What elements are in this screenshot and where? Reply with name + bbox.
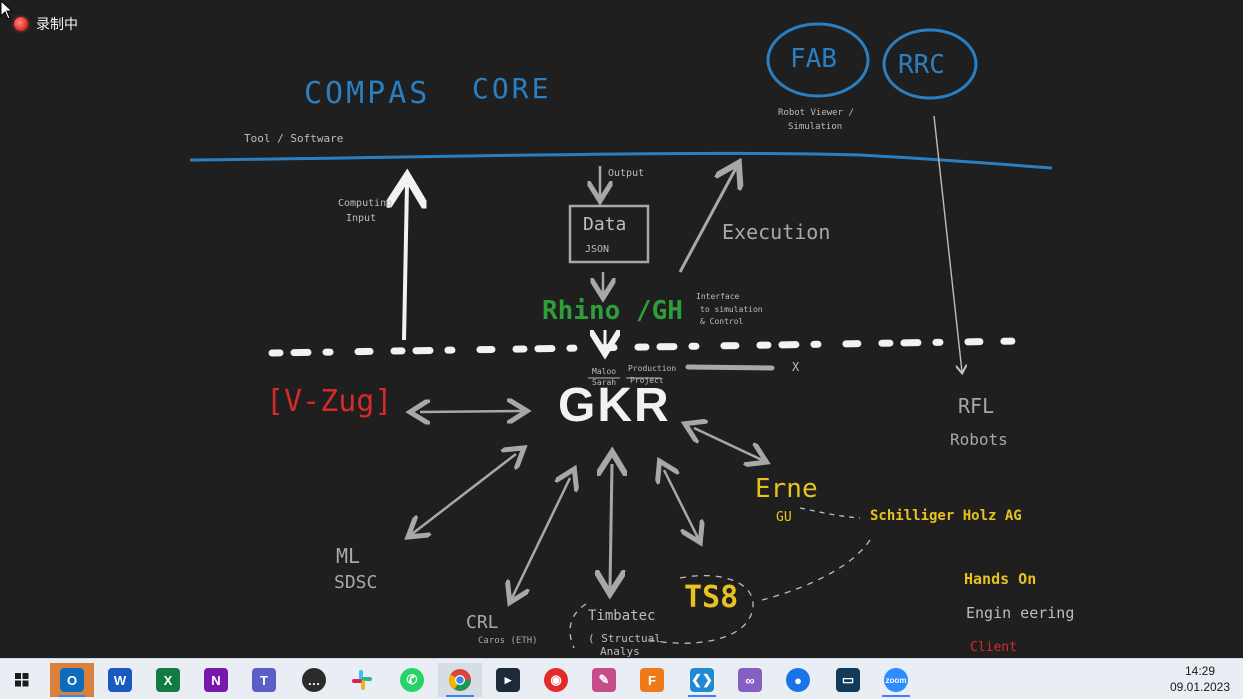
slack-icon (352, 670, 372, 690)
taskbar-app-red[interactable]: ◉ (534, 663, 578, 697)
robot-viewer-label-2: Simulation (788, 122, 843, 132)
platform-dashed-line (268, 337, 1026, 357)
project-label: Project (630, 376, 664, 385)
json-label: JSON (585, 244, 610, 255)
taskbar-app-teal[interactable]: ▭ (826, 663, 870, 697)
taskbar-app-zoom[interactable]: zoom (874, 663, 918, 697)
chat-icon: … (302, 668, 326, 692)
execution-label: Execution (722, 220, 831, 244)
robots-label: Robots (950, 430, 1008, 449)
x-mark: X (792, 360, 800, 374)
taskbar-app-excel[interactable]: X (146, 663, 190, 697)
v-zug-label: [V-Zug] (266, 384, 393, 419)
taskbar-app-slack[interactable] (340, 663, 384, 697)
taskbar-app-dark[interactable]: ▸ (486, 663, 530, 697)
caros-label: Caros (ETH) (478, 636, 538, 646)
gu-label: GU (776, 510, 792, 525)
sdsc-label: SDSC (334, 572, 378, 593)
output-label: Output (608, 168, 645, 179)
ts8-label: TS8 (684, 580, 739, 615)
interface-label-3: & Control (700, 317, 744, 326)
data-label: Data (583, 214, 627, 235)
structural-label-2: Analys (600, 645, 640, 658)
robot-viewer-label-1: Robot Viewer / (778, 108, 854, 118)
taskbar-app-word[interactable]: W (98, 663, 142, 697)
timbatec-label: Timbatec (588, 608, 656, 624)
taskbar-app-outlook[interactable]: O (50, 663, 94, 697)
rhino-gh-label: Rhino /GH (542, 296, 683, 326)
clock-time: 14:29 (1184, 664, 1216, 678)
compas-label: COMPAS (304, 76, 431, 111)
whiteboard-canvas: COMPAS CORE Tool / Software FAB RRC Robo… (0, 0, 1075, 658)
taskbar-app-vscode[interactable]: ❮❯ (680, 663, 724, 697)
maloo-label: Maloo (592, 367, 617, 376)
taskbar: O W X N T … ✆ ▸ ◉ ✎ (0, 658, 1243, 699)
paint-icon: ✎ (592, 668, 616, 692)
taskbar-app-paint[interactable]: ✎ (582, 663, 626, 697)
onenote-icon: N (204, 668, 228, 692)
visual-studio-icon: ∞ (738, 668, 762, 692)
taskbar-app-maps[interactable]: ● (776, 663, 820, 697)
rfl-label: RFL (958, 394, 995, 418)
system-clock[interactable]: 14:29 09.01.2023 (1167, 663, 1233, 695)
crl-label: CRL (466, 612, 499, 633)
app-icon: ▭ (836, 668, 860, 692)
interface-label-1: Interface (696, 292, 740, 301)
taskbar-app-chrome[interactable] (438, 663, 482, 697)
taskbar-app-whatsapp[interactable]: ✆ (390, 663, 434, 697)
fab-label: FAB (790, 44, 837, 74)
tool-software-label: Tool / Software (244, 132, 344, 145)
outlook-icon: O (60, 668, 84, 692)
recording-indicator: 录制中 (14, 14, 78, 34)
taskbar-app-teams[interactable]: T (242, 663, 286, 697)
production-label: Production (628, 364, 677, 373)
computing-label-1: Computing (338, 198, 393, 209)
taskbar-app-onenote[interactable]: N (194, 663, 238, 697)
core-label: CORE (472, 72, 552, 105)
teams-icon: T (252, 668, 276, 692)
record-icon (14, 17, 28, 31)
location-icon: ● (786, 668, 810, 692)
gkr-label: GKR (558, 379, 671, 432)
formit-icon: F (640, 668, 664, 692)
sarah-label: Sarah (592, 378, 617, 387)
start-button[interactable] (0, 663, 44, 697)
taskbar-app-formit[interactable]: F (630, 663, 674, 697)
windows-icon (15, 673, 29, 687)
recording-label: 录制中 (36, 17, 78, 33)
schilliger-label: Schilliger Holz AG (870, 508, 1022, 524)
rrc-cloud (882, 28, 978, 100)
mouse-pointer-icon (0, 0, 14, 20)
ml-label: ML (336, 544, 361, 568)
clock-date: 09.01.2023 (1169, 680, 1231, 694)
word-icon: W (108, 668, 132, 692)
chrome-icon (449, 669, 471, 691)
app-icon: ◉ (544, 668, 568, 692)
erne-label: Erne (755, 474, 818, 504)
excel-icon: X (156, 668, 180, 692)
taskbar-app-visual-studio[interactable]: ∞ (728, 663, 772, 697)
computing-label-2: Input (346, 213, 377, 224)
tool-boundary-line (189, 151, 1053, 170)
client-label: Client (970, 640, 1017, 655)
zoom-icon: zoom (884, 668, 908, 692)
whiteboard-drawing (189, 22, 1053, 649)
data-box (568, 204, 650, 264)
hands-on-label: Hands On (964, 570, 1037, 588)
interface-label-2: to simulation (700, 305, 763, 314)
whatsapp-icon: ✆ (400, 668, 424, 692)
engineering-label: Engin eering (966, 604, 1075, 622)
rrc-label: RRC (898, 50, 945, 80)
fab-cloud (766, 22, 870, 98)
app-icon: ▸ (496, 668, 520, 692)
taskbar-app-chat[interactable]: … (292, 663, 336, 697)
structural-label-1: ( Structual (588, 632, 661, 645)
vscode-icon: ❮❯ (690, 668, 714, 692)
